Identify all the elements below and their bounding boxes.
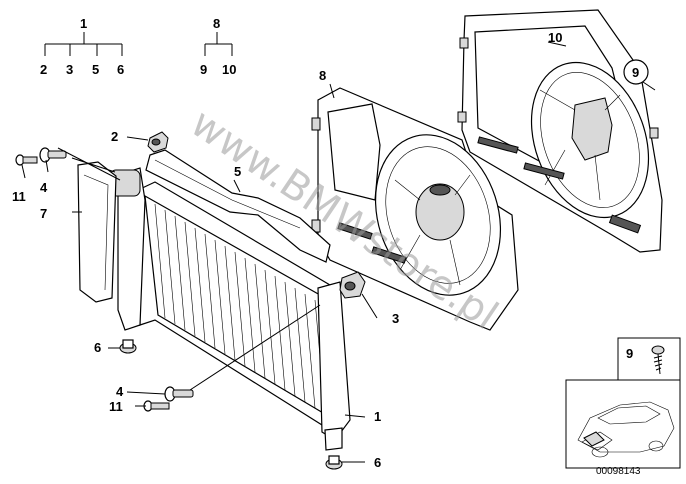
part-6-left-clip: [119, 339, 137, 354]
label-5: 5: [234, 164, 241, 179]
part-4-upper-washer: [39, 147, 67, 163]
label-8: 8: [319, 68, 326, 83]
radiator-1: [109, 167, 351, 451]
legend-label-5: 5: [92, 62, 99, 77]
inset-screw-9: 9: [617, 337, 681, 381]
legend-tree-8: 8 9 10: [200, 16, 236, 77]
label-1: 1: [374, 409, 381, 424]
legend-label-9: 9: [200, 62, 207, 77]
radiator-core-fins: [154, 203, 326, 415]
label-4-lower: 4: [116, 384, 124, 399]
side-panel-7: [77, 161, 117, 303]
label-4-upper: 4: [40, 180, 48, 195]
inset-label-9: 9: [626, 346, 633, 361]
legend-label-2: 2: [40, 62, 47, 77]
inset-vehicle: 00098143: [565, 379, 681, 477]
seal-strip-5: [145, 149, 331, 263]
label-7: 7: [40, 206, 47, 221]
part-6-bottom-clip: [325, 455, 343, 470]
part-11-upper-bolt: [15, 154, 38, 166]
reference-number: 00098143: [596, 466, 641, 477]
part-4-lower-washer: [164, 386, 194, 402]
label-11-upper: 11: [12, 189, 26, 204]
label-10: 10: [548, 30, 562, 45]
label-9-circled: 9: [623, 59, 649, 85]
label-6-bottom: 6: [374, 455, 381, 470]
label-3: 3: [392, 311, 399, 326]
legend-label-1: 1: [80, 16, 87, 31]
part-11-lower-bolt: [143, 400, 170, 412]
legend-tree-1: 1 2 3 5 6: [40, 16, 124, 77]
label-6-left: 6: [94, 340, 101, 355]
fan-shroud-10: [457, 9, 663, 253]
part-3-rubber-mount: [339, 271, 366, 299]
legend-label-3: 3: [66, 62, 73, 77]
legend-label-6: 6: [117, 62, 124, 77]
legend-label-10: 10: [222, 62, 236, 77]
svg-text:9: 9: [632, 65, 639, 80]
label-2: 2: [111, 129, 118, 144]
leader-lines: [21, 41, 656, 463]
part-2-rubber-mount: [147, 131, 169, 153]
legend-label-8: 8: [213, 16, 220, 31]
fan-shroud-8: [311, 87, 519, 331]
label-11-lower: 11: [109, 399, 123, 414]
